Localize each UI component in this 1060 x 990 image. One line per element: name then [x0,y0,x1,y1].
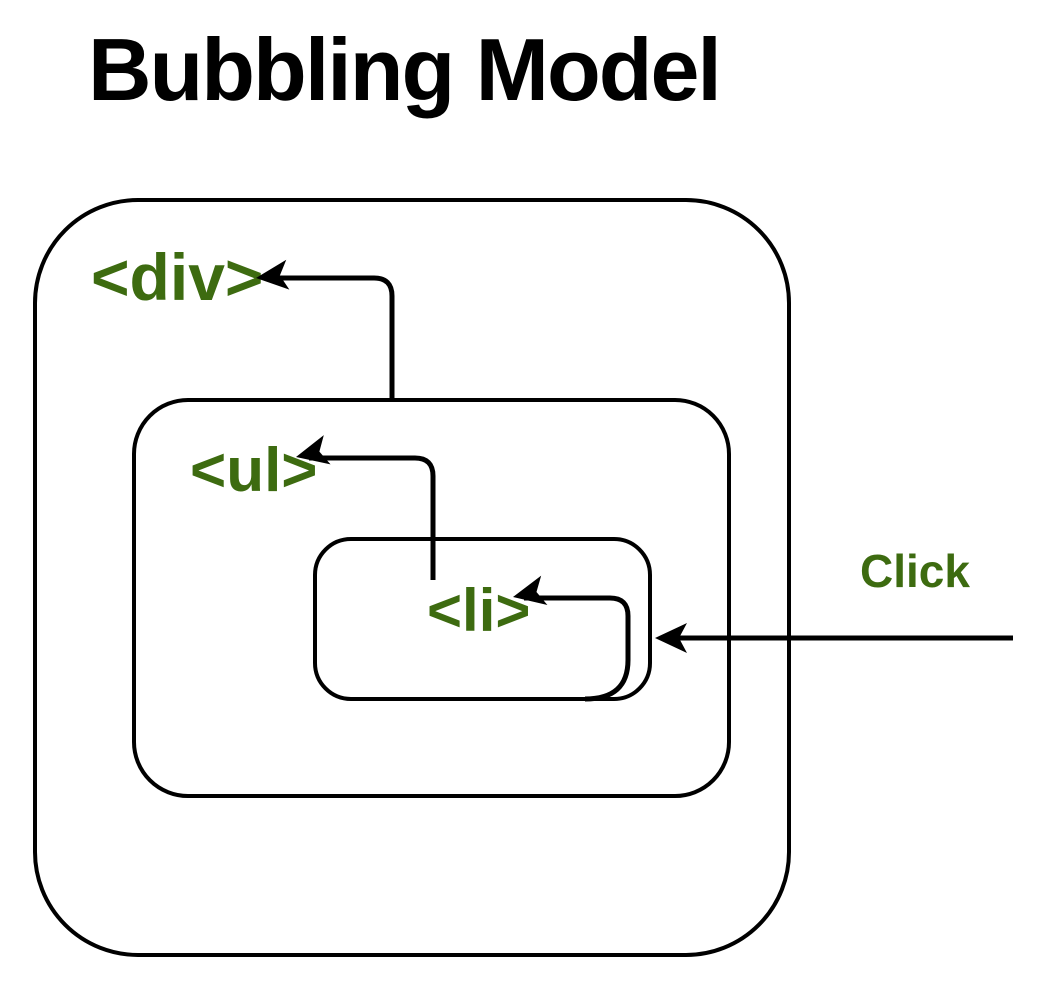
div-box: <div> [33,198,791,957]
li-tag-label: <li> [427,577,531,644]
page-title: Bubbling Model [88,20,722,119]
div-tag-label: <div> [91,240,264,314]
click-label: Click [860,545,970,597]
ul-tag-label: <ul> [190,436,318,505]
li-box: <li> [313,537,652,701]
